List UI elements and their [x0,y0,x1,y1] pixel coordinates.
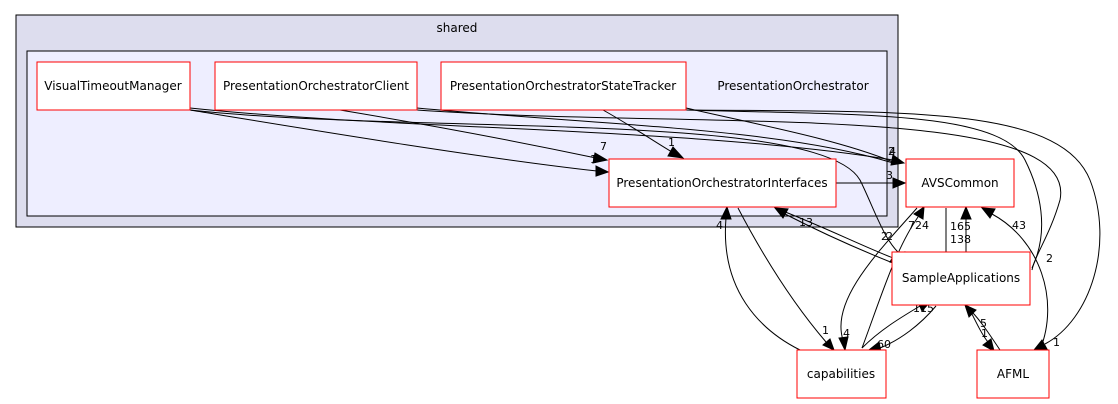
node-label: AVSCommon [921,176,998,190]
edge-interfaces-sample [774,207,894,259]
node-label: PresentationOrchestratorStateTracker [450,79,676,93]
arrowhead [838,336,849,352]
edge-vtm-sample [189,109,906,259]
edge-label: 2 [886,230,893,243]
edge-sample-interfaces [784,213,899,266]
edge-tracker-avs [685,107,894,163]
node-presentation-orchestrator-interfaces[interactable]: PresentationOrchestratorInterfaces [608,158,837,208]
edge-vtm-avs [189,107,894,161]
edge-label: 724 [908,219,929,232]
edge-label: 1 [822,324,829,337]
edge-label: 7 [600,140,607,153]
arrowhead [822,338,835,351]
edge-tracker-interfaces [602,109,673,153]
arrowhead [595,165,610,177]
edge-label: 2 [881,230,888,243]
node-label: capabilities [807,367,875,381]
arrowhead [667,146,685,159]
node-label: PresentationOrchestratorInterfaces [616,176,827,190]
edge-label: 4 [889,145,896,158]
edge-avs-capabilities [840,207,918,341]
edge-afml-sample [971,311,1001,351]
arrowhead [960,205,972,220]
edge-capabilities-avs [861,216,919,349]
edge-capabilities-interfaces [724,217,801,351]
edge-vtm-interfaces [189,109,598,172]
edge-label: 1 [1053,336,1060,349]
node-afml[interactable]: AFML [976,349,1050,399]
node-visual-timeout-manager[interactable]: VisualTimeoutManager [36,61,191,111]
arrowhead [980,207,996,219]
edge-label: 3 [886,169,893,182]
edge-label: 1 [590,153,597,166]
edge-sample-capabilities [879,305,937,349]
node-label: AFML [997,367,1029,381]
node-sample-applications[interactable]: SampleApplications [891,251,1031,306]
edge-tracker-sample [416,109,1062,271]
edge-label: 13 [799,216,813,229]
edge-label: 1 [668,136,675,149]
edge-label: 4 [716,219,723,232]
node-capabilities[interactable]: capabilities [796,349,887,399]
node-presentation-orchestrator-client[interactable]: PresentationOrchestratorClient [214,61,418,111]
arrowhead [892,177,907,189]
edge-label: 1 [981,327,988,340]
edge-label: 138 [950,233,971,246]
node-label: SampleApplications [902,271,1020,285]
edge-label: 165 [950,220,971,233]
arrowhead [982,338,995,352]
node-label: VisualTimeoutManager [44,79,182,93]
edge-capabilities-sample [861,305,921,349]
edge-afml-avs [991,213,1049,351]
edge-label: 2 [1046,252,1053,265]
node-presentation-orchestrator-state-tracker[interactable]: PresentationOrchestratorStateTracker [440,61,687,111]
edge-label: 43 [1012,219,1026,232]
edge-label: 4 [843,327,850,340]
edge-client-interfaces [339,109,597,159]
edge-interfaces-capabilities [737,207,827,343]
edge-client-afml [685,109,1101,345]
node-avs-common[interactable]: AVSCommon [905,158,1015,208]
arrowhead [592,152,609,164]
cluster-shared-label: shared [437,21,478,35]
arrowhead [773,207,789,219]
edge-label: 2 [888,145,895,158]
cluster-presentation-orchestrator-label: PresentationOrchestrator [717,79,868,93]
edge-client-sample2 [685,109,1043,269]
node-label: PresentationOrchestratorClient [223,79,409,93]
arrowhead [913,205,925,220]
edge-label: 60 [877,338,891,351]
arrowhead [720,205,732,220]
arrowhead [890,154,906,166]
edge-label: 5 [980,317,987,330]
arrowhead [964,304,977,318]
